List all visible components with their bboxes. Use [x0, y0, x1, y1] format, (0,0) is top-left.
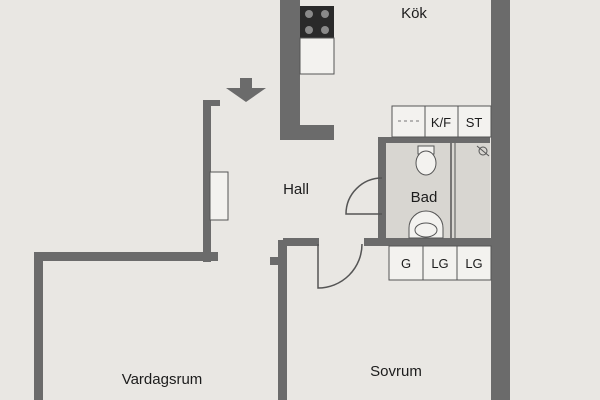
- cabinet-lg-1: [422, 245, 458, 281]
- kitchen-counter: [299, 37, 335, 75]
- bathroom-door-swing: [345, 177, 383, 215]
- bathroom-left-wall: [378, 138, 386, 242]
- living-bedroom-wall: [278, 240, 287, 400]
- shower-icon: [476, 145, 490, 157]
- sink-icon: [408, 210, 444, 239]
- cabinet-label-lg-1: LG: [431, 256, 448, 271]
- cabinet-label-g: G: [401, 256, 411, 271]
- cabinet-lg-2: [456, 245, 492, 281]
- bathroom-bottom-wall: [364, 238, 491, 246]
- kitchen-wall: [280, 0, 300, 140]
- bedroom-door-swing: [317, 243, 363, 289]
- cabinet-empty: [391, 105, 426, 138]
- entrance-arrow-icon: [226, 78, 266, 102]
- room-label-vardagsrum: Vardagsrum: [122, 371, 203, 388]
- hall-window: [209, 171, 229, 221]
- room-label-sovrum: Sovrum: [370, 363, 422, 380]
- hall-top-wall: [205, 100, 220, 106]
- room-label-kok: Kök: [401, 5, 427, 22]
- stove-icon: [300, 6, 334, 38]
- hall-left-wall: [203, 100, 211, 262]
- cabinet-st: [457, 105, 492, 138]
- kitchen-wall-stub: [300, 125, 334, 140]
- room-label-bad: Bad: [411, 189, 438, 206]
- cabinet-label-kf: K/F: [431, 115, 451, 130]
- cabinet-label-st: ST: [466, 115, 483, 130]
- bathroom-top-wall: [378, 137, 490, 143]
- room-label-hall: Hall: [283, 181, 309, 198]
- cabinet-label-lg-2: LG: [465, 256, 482, 271]
- toilet-icon: [415, 145, 437, 176]
- bedroom-top-wall-left: [283, 238, 319, 246]
- partition-wall: [270, 257, 284, 265]
- living-room-top-wall: [34, 252, 218, 261]
- living-room-left-wall: [34, 252, 43, 400]
- exterior-wall-right: [491, 0, 510, 400]
